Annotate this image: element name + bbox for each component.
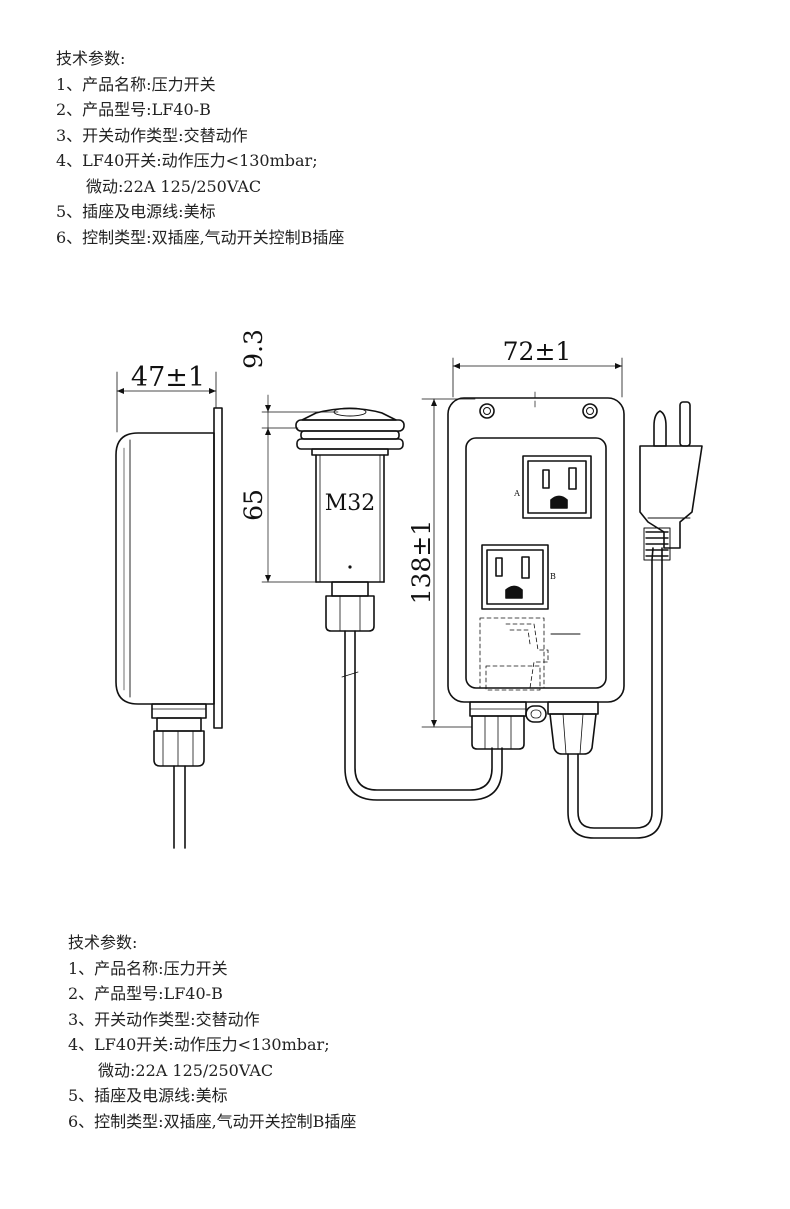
air-button-view — [261, 394, 503, 801]
dim-box-width: 72±1 — [503, 337, 572, 366]
spec-line-action-type: 3、开关动作类型:交替动作 — [68, 1009, 260, 1029]
front-view — [421, 357, 663, 839]
spec-heading: 技术参数: — [56, 49, 126, 68]
spec-heading: 技术参数: — [68, 933, 138, 952]
spec-line-control: 6、控制类型:双插座,气动开关控制B插座 — [68, 1111, 357, 1131]
spec-line-pressure: 4、LF40开关:动作压力<130mbar; — [68, 1035, 330, 1054]
side-view — [115, 371, 223, 849]
dim-button-top: 9.3 — [239, 329, 268, 369]
spec-line-control: 6、控制类型:双插座,气动开关控制B插座 — [56, 227, 345, 247]
spec-line-pressure: 4、LF40开关:动作压力<130mbar; — [56, 151, 318, 170]
spec-line-product-name: 1、产品名称:压力开关 — [68, 958, 228, 978]
outlet-a-label: A — [513, 489, 520, 498]
thread-label: M32 — [325, 491, 376, 516]
spec-line-model: 2、产品型号:LF40-B — [56, 100, 211, 119]
spec-line-microswitch: 微动:22A 125/250VAC — [98, 1060, 274, 1080]
outlet-b-label: B — [550, 572, 556, 581]
spec-line-product-name: 1、产品名称:压力开关 — [56, 74, 216, 94]
spec-line-socket: 5、插座及电源线:美标 — [68, 1086, 228, 1105]
spec-list-top: 技术参数: 1、产品名称:压力开关 2、产品型号:LF40-B 3、开关动作类型… — [56, 46, 344, 250]
power-plug — [639, 401, 703, 561]
spec-line-model: 2、产品型号:LF40-B — [68, 984, 223, 1003]
spec-line-microswitch: 微动:22A 125/250VAC — [86, 176, 262, 196]
dim-button-body: 65 — [239, 489, 268, 521]
dim-box-height: 138±1 — [407, 520, 436, 605]
spec-line-action-type: 3、开关动作类型:交替动作 — [56, 125, 248, 145]
spec-line-socket: 5、插座及电源线:美标 — [56, 202, 216, 221]
spec-list-bottom: 技术参数: 1、产品名称:压力开关 2、产品型号:LF40-B 3、开关动作类型… — [68, 930, 356, 1134]
dim-side-width: 47±1 — [131, 362, 205, 393]
